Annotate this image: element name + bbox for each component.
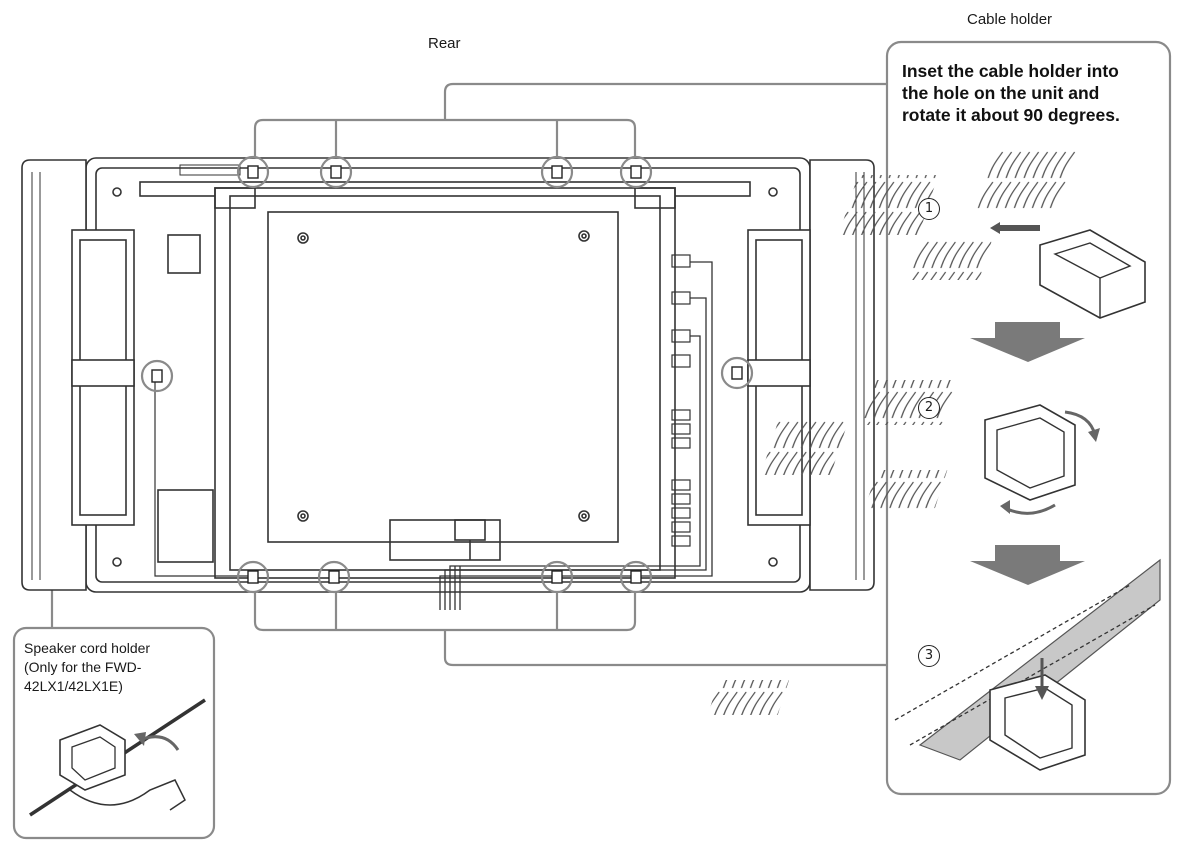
holder-top-3 [540,155,574,189]
holder-bottom-3 [540,560,574,594]
holder-top-1 [236,155,270,189]
down-arrow-1 [970,322,1085,362]
speaker-cord-holder-caption: Speaker cord holder (Only for the FWD- 4… [24,639,150,696]
step-3-marker: 3 [918,645,940,667]
step-1-illustration [838,150,1146,319]
holder-bottom-2 [317,560,351,594]
step-arrows [970,322,1085,585]
instruction-line-1: Inset the cable holder into [902,61,1119,81]
cable-holder-instruction: Inset the cable holder into the hole on … [902,60,1172,126]
down-arrow-2 [970,545,1085,585]
holder-bottom-4 [619,560,653,594]
step-3-illustration [707,558,1161,771]
rear-label: Rear [428,35,461,52]
instruction-line-2: the hole on the unit and [902,83,1100,103]
cable-holder-label: Cable holder [967,11,1053,28]
step-1-marker: 1 [918,198,940,220]
top-callout-link [443,82,887,120]
speaker-cord-holder-illustration [29,698,206,817]
speaker-cord-holder-frame [12,626,216,840]
bottom-callout-link [443,630,887,667]
speaker-caption-line-2: (Only for the FWD- [24,659,142,675]
step-2-marker: 2 [918,397,940,419]
instruction-line-3: rotate it about 90 degrees. [902,105,1120,125]
holder-top-4 [619,155,653,189]
display-unit-rear [21,157,875,610]
speaker-caption-line-3: 42LX1/42LX1E) [24,678,123,694]
holder-top-2 [319,155,353,189]
holder-right [720,356,754,390]
speaker-caption-line-1: Speaker cord holder [24,640,151,656]
cable-holder-positions [140,155,754,594]
holder-bottom-1 [236,560,270,594]
holder-left [140,359,174,393]
